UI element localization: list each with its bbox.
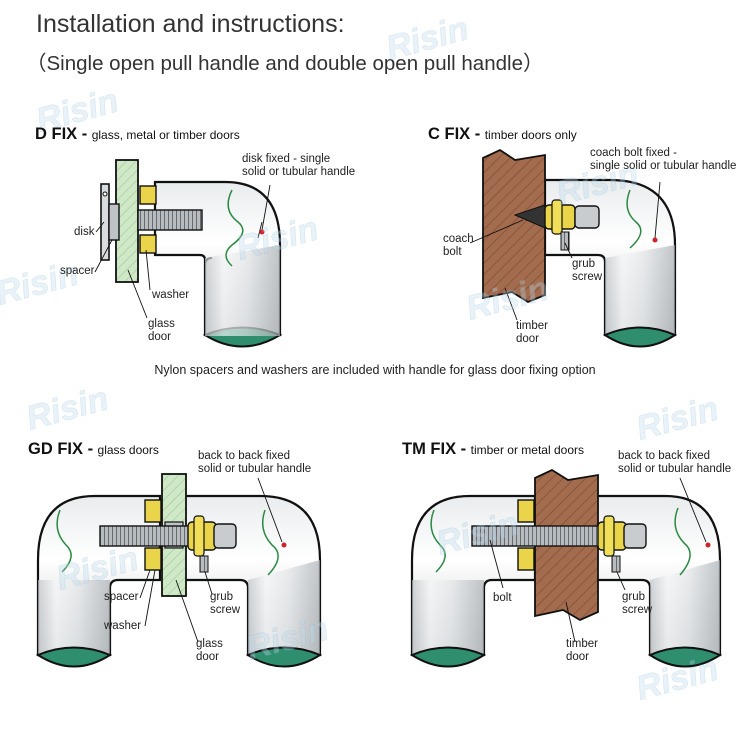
tm-fix-handle-end-left: [409, 646, 487, 668]
watermark-1: Risin: [382, 10, 472, 68]
d-fix-door-label: glass door: [148, 318, 175, 343]
c-fix-name: C FIX -: [428, 125, 481, 143]
c-fix-bolt-label: coach bolt: [443, 233, 474, 258]
page-title: Installation and instructions:: [36, 10, 345, 38]
tm-fix-washer-top: [517, 499, 535, 523]
c-fix-door-label: timber door: [516, 320, 548, 345]
d-fix-spacer: [108, 203, 120, 241]
tm-fix-desc: timber or metal doors: [470, 443, 584, 457]
gd-fix-washer-top: [144, 499, 162, 523]
gd-fix-handle-end-left: [35, 646, 113, 668]
d-fix-diagram: [94, 159, 283, 348]
c-fix-screw-label: grub screw: [572, 258, 603, 283]
gd-fix-name: GD FIX -: [28, 440, 94, 458]
d-fix-washer-bottom: [139, 234, 157, 254]
d-fix-washer-top: [139, 185, 157, 205]
c-fix-desc: timber doors only: [484, 128, 577, 142]
d-fix-title: D FIX - glass, metal or timber doors: [35, 125, 240, 144]
c-fix-handle-label: coach bolt fixed - single solid or tubul…: [590, 147, 737, 172]
tm-fix-door-label: timber door: [566, 638, 598, 663]
tm-fix-washer-bottom: [517, 547, 535, 571]
d-fix-washer-label: washer: [152, 289, 190, 301]
watermark-12: Risin: [632, 650, 722, 708]
gd-fix-screw-label: grub screw: [210, 591, 241, 616]
watermark-6: Risin: [462, 270, 552, 328]
fixing-note: Nylon spacers and washers are included w…: [154, 363, 596, 377]
gd-fix-diagram: [35, 473, 323, 668]
page-subtitle: （Single open pull handle and double open…: [26, 52, 544, 75]
gd-fix-washer-bottom: [144, 547, 162, 571]
d-fix-name: D FIX -: [35, 125, 88, 143]
d-fix-disk-label: disk: [74, 226, 95, 238]
gd-fix-handle-end-right: [245, 646, 323, 668]
d-fix-desc: glass, metal or timber doors: [91, 128, 240, 142]
c-fix-handle-tube: [605, 245, 675, 336]
watermark-7: Risin: [22, 380, 112, 438]
gd-fix-washer-label: washer: [104, 620, 142, 632]
gd-fix-door-label: glass door: [196, 638, 223, 663]
d-fix-handle-tube: [205, 245, 280, 336]
c-fix-timber-door: [482, 148, 546, 304]
c-fix-diagram: [469, 148, 678, 348]
c-fix-title: C FIX - timber doors only: [428, 125, 577, 144]
d-fix-bolt: [137, 209, 203, 231]
d-fix-handle-label: disk fixed - single solid or tubular han…: [242, 153, 356, 178]
gd-fix-bolt: [99, 525, 201, 547]
tm-fix-diagram: [409, 468, 723, 668]
tm-fix-handle-label: back to back fixed solid or tubular hand…: [618, 450, 732, 475]
tm-fix-bolt-label: bolt: [493, 592, 512, 604]
tm-fix-handle-end-right: [647, 646, 723, 668]
tm-fix-grub-screw: [611, 555, 621, 573]
watermark-8: Risin: [632, 390, 722, 448]
tm-fix-name: TM FIX -: [402, 440, 467, 458]
gd-fix-desc: glass doors: [97, 443, 159, 457]
gd-fix-grub-screw: [199, 555, 209, 573]
gd-fix-handle-label: back to back fixed solid or tubular hand…: [198, 450, 312, 475]
c-fix-handle-end: [602, 326, 678, 348]
gd-fix-spacer-label: spacer: [104, 591, 139, 603]
c-fix-grub-screw: [560, 231, 570, 251]
d-fix-spacer-label: spacer: [60, 265, 95, 277]
gd-fix-title: GD FIX - glass doors: [28, 440, 159, 459]
tm-fix-screw-label: grub screw: [622, 591, 653, 616]
watermark-5: Risin: [0, 255, 82, 313]
tm-fix-title: TM FIX - timber or metal doors: [402, 440, 584, 459]
